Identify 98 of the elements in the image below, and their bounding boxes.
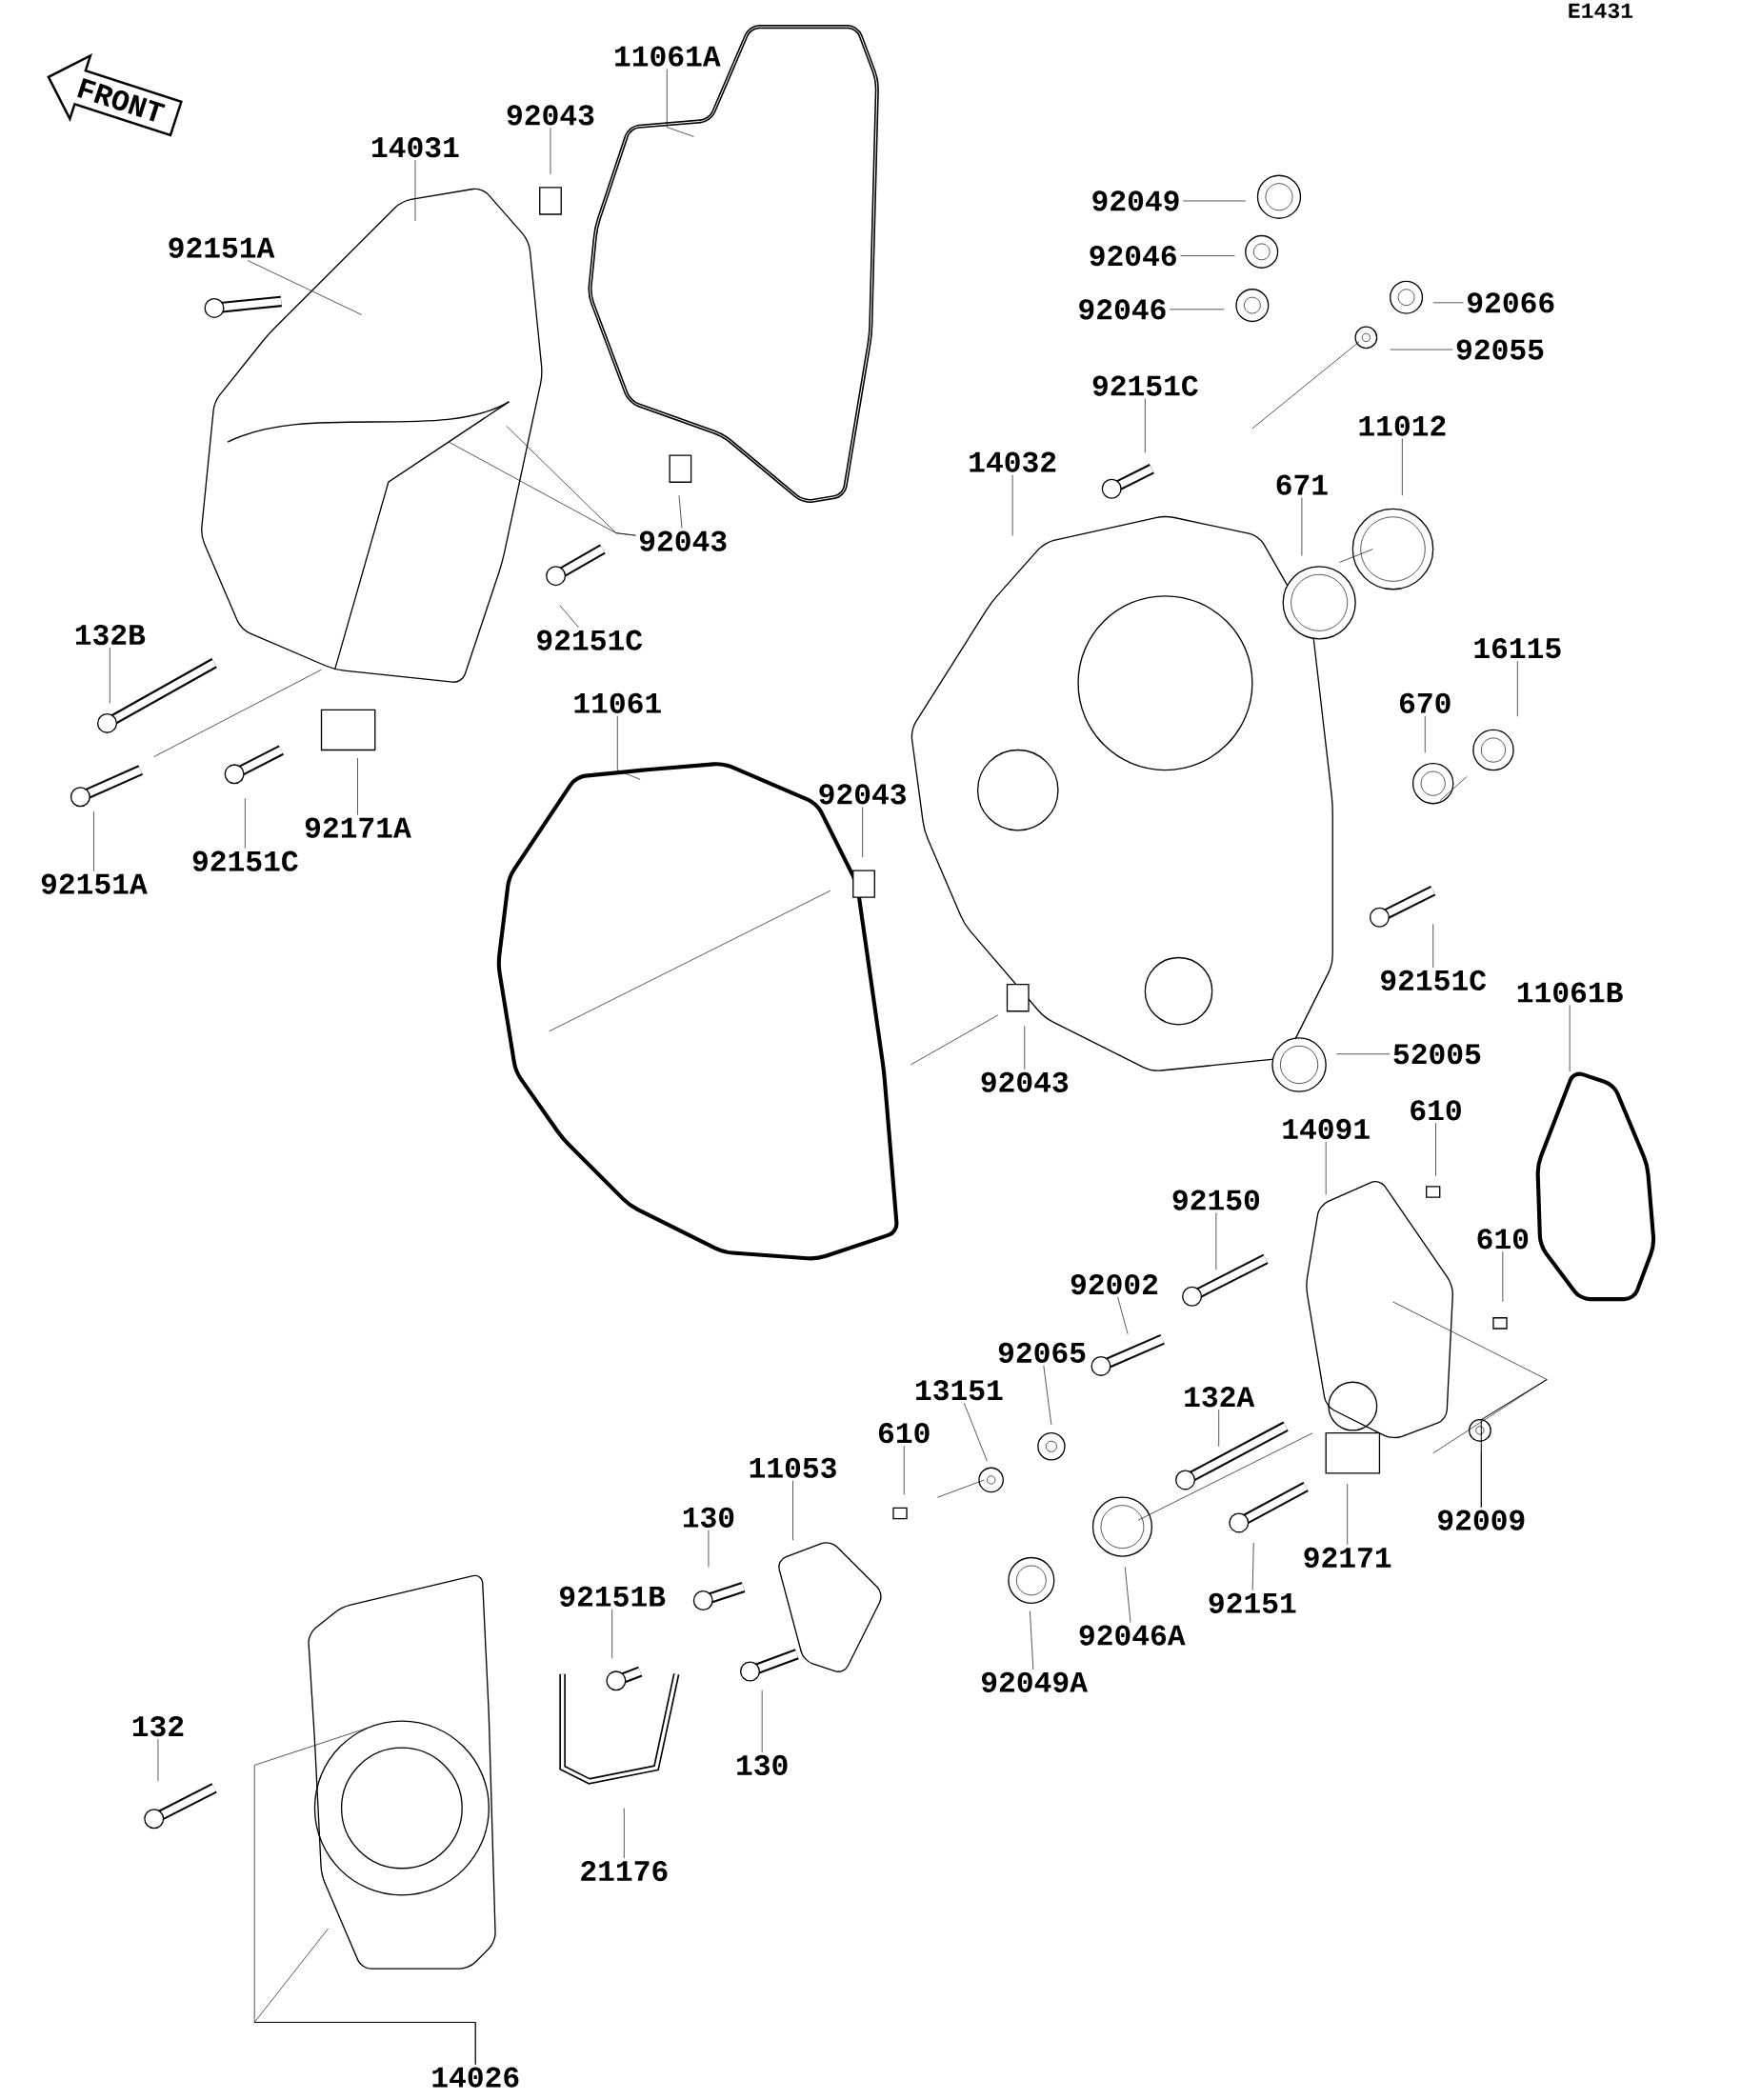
- callout-number: 14031: [372, 137, 459, 158]
- callout-number: 14032: [970, 451, 1056, 472]
- callout-number: 130: [737, 1754, 788, 1776]
- leader-line: [1124, 1567, 1131, 1623]
- leader-line: [1145, 398, 1146, 453]
- callout-number: 14026: [432, 2067, 519, 2088]
- leader-line: [506, 425, 636, 536]
- callout-number: 132B: [75, 624, 146, 646]
- callout-number: 130: [683, 1507, 734, 1528]
- callout-number: 11061: [574, 692, 661, 713]
- callout-number: 610: [878, 1423, 930, 1444]
- callout-number: 13151: [916, 1380, 1003, 1401]
- leader-line: [1432, 924, 1433, 969]
- callout-number: 92150: [1172, 1190, 1259, 1210]
- leader-line: [623, 1808, 625, 1859]
- leader-line: [862, 807, 863, 858]
- leader-line: [1169, 309, 1225, 310]
- leader-line: [1011, 474, 1013, 536]
- leader-line: [247, 260, 362, 315]
- leader-line: [963, 1402, 988, 1462]
- leader-line: [559, 605, 579, 629]
- leader-line: [1569, 1005, 1571, 1072]
- callout-number: 11061A: [615, 46, 721, 67]
- leader-line: [357, 757, 358, 815]
- callout-number: 92171A: [305, 817, 411, 838]
- callout-number: 92171: [1304, 1547, 1391, 1569]
- callout-number: 132A: [1185, 1387, 1255, 1408]
- leader-line: [1182, 200, 1247, 202]
- leader-line: [708, 1530, 710, 1568]
- callout-number: 11061B: [1517, 982, 1623, 1003]
- callout-number: 92043: [507, 105, 594, 126]
- leader-line: [1347, 1483, 1348, 1546]
- callout-number: 610: [1477, 1229, 1529, 1250]
- leader-line: [678, 495, 683, 530]
- leader-line: [550, 128, 551, 175]
- callout-number: 21176: [581, 1860, 668, 1882]
- callout-number: 92055: [1456, 339, 1544, 360]
- callout-number: 92151: [1209, 1592, 1296, 1613]
- leader-line: [611, 1609, 612, 1659]
- callout-number: 92043: [981, 1071, 1069, 1092]
- callout-number: 92049: [1092, 190, 1179, 211]
- leader-line: [414, 159, 416, 222]
- callout-number: 610: [1411, 1100, 1461, 1121]
- leader-line: [1180, 255, 1235, 256]
- leader-line: [1516, 660, 1518, 717]
- leader-line: [1117, 1296, 1129, 1334]
- leader-line: [1402, 438, 1403, 496]
- leader-line: [1502, 1250, 1504, 1303]
- leader-line: [1218, 1409, 1219, 1448]
- callout-number: 92043: [639, 530, 727, 551]
- leader-line: [244, 797, 246, 850]
- diagram-code: E1431: [1569, 3, 1633, 19]
- callout-number: 92151A: [41, 873, 148, 894]
- leader-line: [666, 69, 694, 137]
- leader-line: [1424, 715, 1426, 753]
- leader-line: [1336, 1053, 1391, 1055]
- callout-number: 92151B: [560, 1586, 666, 1607]
- leader-line: [157, 1738, 159, 1782]
- callout-number: 670: [1399, 692, 1451, 713]
- callout-number: 52005: [1393, 1044, 1481, 1065]
- callout-number: 92046: [1090, 246, 1176, 267]
- leader-line: [1432, 1379, 1548, 1508]
- leader-line: [792, 1480, 793, 1541]
- callout-number: 92151C: [1381, 970, 1487, 990]
- callout-number: 92151C: [192, 850, 298, 871]
- leader-line: [109, 647, 110, 704]
- callout-number: 11053: [750, 1457, 836, 1478]
- callout-number: 671: [1276, 474, 1328, 495]
- callout-number: 92046: [1079, 299, 1166, 320]
- callout-number: 92002: [1071, 1274, 1158, 1295]
- callout-number: 14091: [1283, 1118, 1370, 1140]
- callout-number: 11012: [1359, 415, 1446, 436]
- leader-line: [1030, 1610, 1034, 1670]
- leader-line: [93, 810, 94, 872]
- leader-line: [1390, 349, 1453, 350]
- callout-number: 16115: [1474, 638, 1561, 659]
- callout-number: 92009: [1438, 1510, 1525, 1530]
- callout-number: 92151A: [169, 237, 275, 258]
- leader-line: [253, 1928, 476, 2065]
- callout-number: 92046A: [1079, 1625, 1186, 1646]
- leader-line: [1024, 1025, 1026, 1070]
- leader-line: [1215, 1212, 1217, 1270]
- leader-line: [1325, 1141, 1327, 1195]
- callout-number: 92151C: [1092, 375, 1198, 396]
- leader-line: [1251, 1542, 1254, 1591]
- callout-number: 92049A: [981, 1671, 1088, 1692]
- leader-line: [1432, 302, 1464, 304]
- callout-number: 92065: [998, 1342, 1086, 1363]
- leader-line: [616, 715, 641, 780]
- callout-number: 132: [132, 1716, 184, 1737]
- callout-number: 92151C: [537, 630, 643, 650]
- leader-line: [903, 1445, 905, 1495]
- leader-line: [761, 1690, 763, 1753]
- callout-number: 92043: [819, 784, 906, 805]
- callout-number: 92066: [1468, 292, 1554, 313]
- leader-line: [1301, 497, 1303, 556]
- leader-line: [1043, 1365, 1052, 1426]
- leader-line: [1435, 1122, 1436, 1177]
